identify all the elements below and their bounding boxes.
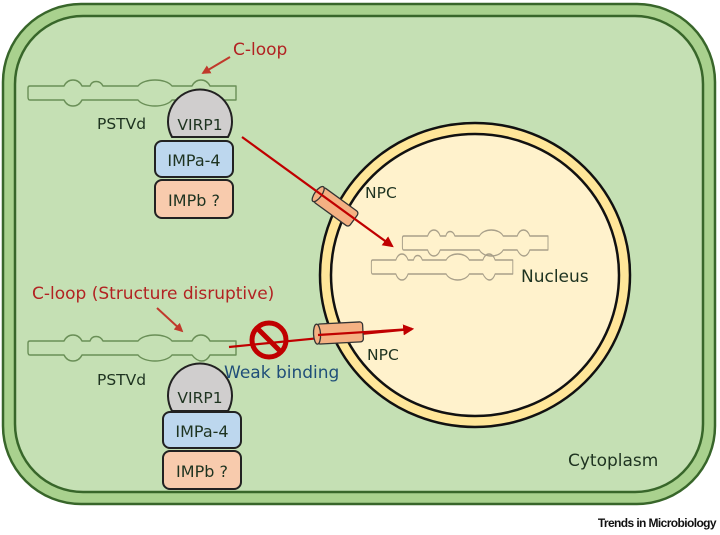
impa4-top: IMPa-4 [154,140,234,178]
c-loop-label-top: C-loop [233,40,287,60]
source-credit: Trends in Microbiology [598,516,717,530]
pstvd-label-bottom: PSTVd [97,371,146,389]
impa4-label-top: IMPa-4 [167,151,220,170]
impb-label-top: IMPb ? [168,191,220,210]
nucleoplasm [329,132,621,418]
virp1-top: VIRP1 [167,88,233,138]
c-loop-arrow-bottom [156,307,184,333]
impb-bottom: IMPb ? [162,450,242,490]
pstvd-label-top: PSTVd [97,115,146,133]
impa4-bottom: IMPa-4 [162,411,242,449]
npc-label-bottom: NPC [367,346,399,364]
impb-top: IMPb ? [154,179,234,219]
blocked-arrow-overlay [317,327,413,337]
c-loop-arrow-top [201,56,231,74]
c-loop-label-bottom: C-loop (Structure disruptive) [32,284,274,304]
import-arrow-top [241,136,394,248]
impa4-label-bottom: IMPa-4 [175,422,228,441]
cytoplasm-label: Cytoplasm [568,451,658,471]
impb-label-bottom: IMPb ? [176,462,228,481]
prohibition-icon [249,320,289,360]
virp1-bottom: VIRP1 [167,362,233,412]
virp1-label-top: VIRP1 [177,116,222,134]
nucleus-label: Nucleus [521,267,589,287]
virp1-label-bottom: VIRP1 [177,389,222,407]
weak-binding-label: Weak binding [224,363,339,383]
nucleus [318,121,632,429]
npc-label-top: NPC [365,184,397,202]
